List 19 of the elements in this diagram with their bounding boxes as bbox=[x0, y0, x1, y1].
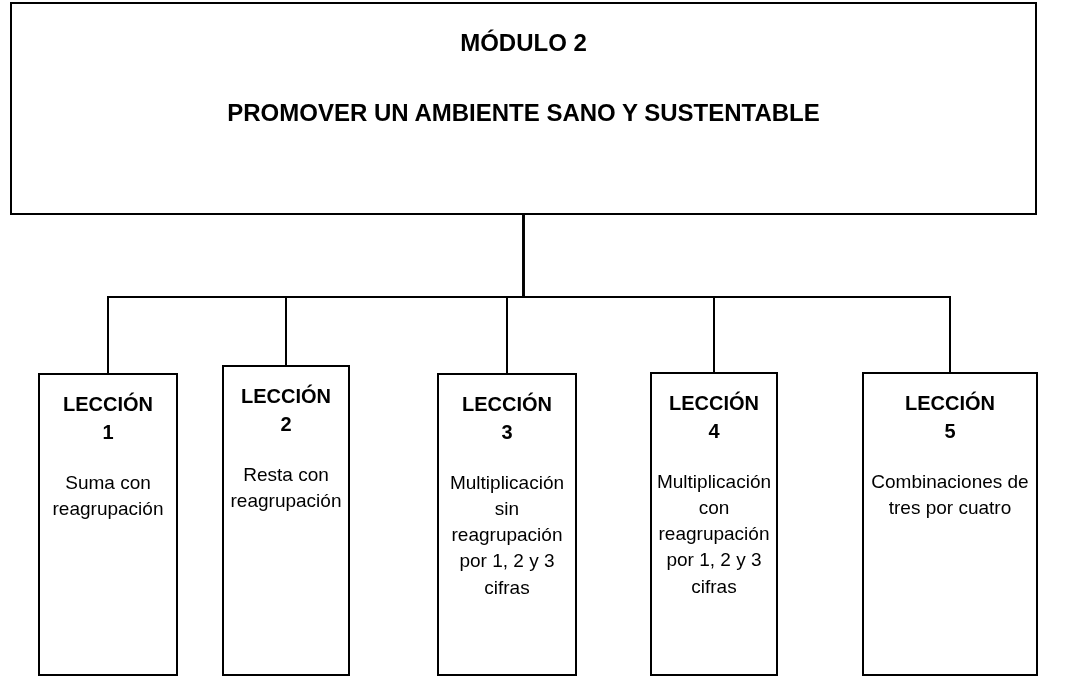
lesson-box bbox=[650, 372, 778, 676]
heading: LECCIÓN 3 bbox=[461, 391, 553, 445]
lesson-description: Combinaciones de tres por cuatro bbox=[870, 470, 1030, 521]
lesson-box bbox=[437, 373, 577, 676]
lesson-description: Suma con reagrupación bbox=[51, 471, 165, 522]
lesson-box bbox=[222, 365, 350, 676]
connector-line bbox=[522, 214, 951, 373]
lesson-box bbox=[862, 372, 1038, 676]
lesson-description: Resta con reagrupación bbox=[229, 463, 343, 514]
module-box bbox=[10, 2, 1037, 215]
lesson-description: Multiplicación con reagrupación por 1, 2 y 3 cifras bbox=[656, 470, 772, 599]
heading: LECCIÓN 2 bbox=[240, 383, 332, 437]
lesson-box bbox=[38, 373, 178, 676]
lesson-description: Multiplicación sin reagrupación por 1, 2 y 3 cifras bbox=[448, 471, 565, 600]
subheading: PROMOVER UN AMBIENTE SANO Y SUSTENTABLE bbox=[227, 98, 820, 128]
heading: LECCIÓN 4 bbox=[668, 390, 760, 444]
heading: MÓDULO 2 bbox=[460, 28, 587, 58]
heading: LECCIÓN 5 bbox=[904, 390, 996, 444]
heading: LECCIÓN 1 bbox=[62, 391, 154, 445]
